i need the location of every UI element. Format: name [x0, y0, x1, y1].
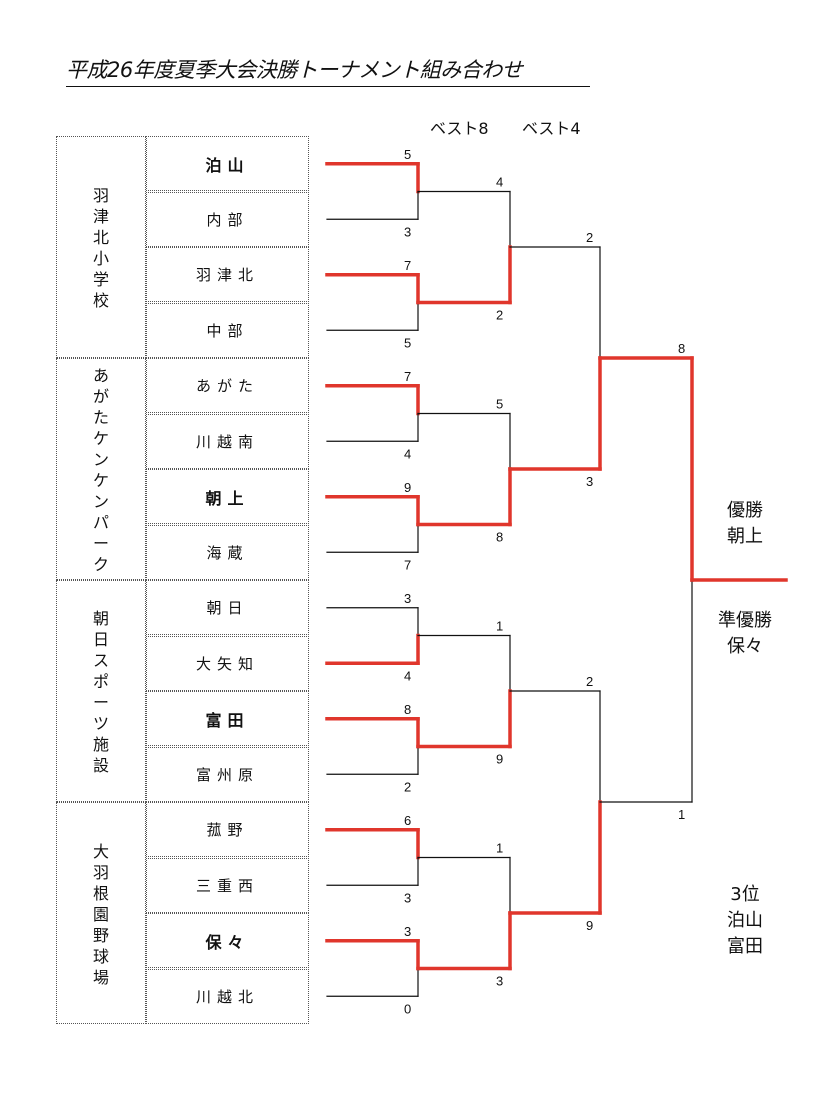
team-cell: 富田 — [146, 691, 309, 746]
score-label: 4 — [496, 175, 503, 190]
team-cell: 朝上 — [146, 469, 309, 524]
team-cell: あがた — [146, 358, 309, 413]
team-cell: 朝日 — [146, 580, 309, 635]
team-cell: 泊山 — [146, 136, 309, 191]
score-label: 3 — [404, 924, 411, 939]
page-title: 平成26年度夏季大会決勝トーナメント組み合わせ — [66, 54, 590, 87]
score-label: 8 — [496, 530, 503, 545]
team-cell: 川越北 — [146, 968, 309, 1024]
team-cell: 三重西 — [146, 857, 309, 913]
score-label: 7 — [404, 557, 411, 572]
runnerup-label: 準優勝 — [718, 610, 772, 631]
score-label: 3 — [586, 474, 593, 489]
team-cell: 中部 — [146, 302, 309, 358]
score-label: 3 — [496, 974, 503, 989]
team-cell: 川越南 — [146, 413, 309, 469]
third-place-block: 3位 泊山 富田 — [700, 882, 790, 960]
venue-name: 朝 日 ス ポ ー ツ 施 設 — [92, 609, 109, 775]
round-label-best8: ベスト8 — [430, 119, 489, 138]
venue-name: あ が た ケ ン ケ ン パ ー ク — [92, 366, 109, 574]
score-label: 2 — [496, 308, 503, 323]
round-label-best4: ベスト4 — [522, 119, 581, 138]
score-label: 4 — [404, 668, 411, 683]
score-label: 8 — [678, 341, 685, 356]
score-label: 0 — [404, 1001, 411, 1016]
team-cell: 内部 — [146, 191, 309, 247]
third-place-label: 3位 — [730, 884, 760, 905]
third-place-team-2: 富田 — [727, 936, 763, 957]
team-cell: 富州原 — [146, 746, 309, 802]
score-label: 9 — [404, 480, 411, 495]
venue-box: 朝 日 ス ポ ー ツ 施 設 — [56, 580, 146, 802]
champion-block: 優勝 朝上 — [700, 498, 790, 550]
score-label: 2 — [586, 674, 593, 689]
score-label: 3 — [404, 890, 411, 905]
score-label: 8 — [404, 702, 411, 717]
score-label: 5 — [496, 397, 503, 412]
team-cell: 菰野 — [146, 802, 309, 857]
runnerup-block: 準優勝 保々 — [700, 608, 790, 660]
score-label: 7 — [404, 369, 411, 384]
venue-name: 羽 津 北 小 学 校 — [92, 186, 109, 310]
runnerup-team: 保々 — [727, 636, 763, 657]
venue-box: 大 羽 根 園 野 球 場 — [56, 802, 146, 1024]
score-label: 2 — [404, 779, 411, 794]
champion-label: 優勝 — [727, 500, 763, 521]
team-cell: 羽津北 — [146, 247, 309, 302]
team-cell: 大矢知 — [146, 635, 309, 691]
venue-name: 大 羽 根 園 野 球 場 — [92, 841, 109, 987]
champion-team: 朝上 — [727, 526, 763, 547]
score-label: 9 — [496, 752, 503, 767]
third-place-team-1: 泊山 — [727, 910, 763, 931]
score-label: 1 — [496, 619, 503, 634]
team-cell: 海蔵 — [146, 524, 309, 580]
team-cell: 保々 — [146, 913, 309, 968]
score-label: 4 — [404, 446, 411, 461]
score-label: 1 — [678, 807, 685, 822]
score-label: 9 — [586, 918, 593, 933]
venue-box: 羽 津 北 小 学 校 — [56, 136, 146, 358]
venue-box: あ が た ケ ン ケ ン パ ー ク — [56, 358, 146, 580]
score-label: 3 — [404, 224, 411, 239]
score-label: 5 — [404, 335, 411, 350]
score-label: 2 — [586, 230, 593, 245]
score-label: 5 — [404, 147, 411, 162]
score-label: 6 — [404, 813, 411, 828]
score-label: 1 — [496, 841, 503, 856]
score-label: 3 — [404, 591, 411, 606]
score-label: 7 — [404, 258, 411, 273]
